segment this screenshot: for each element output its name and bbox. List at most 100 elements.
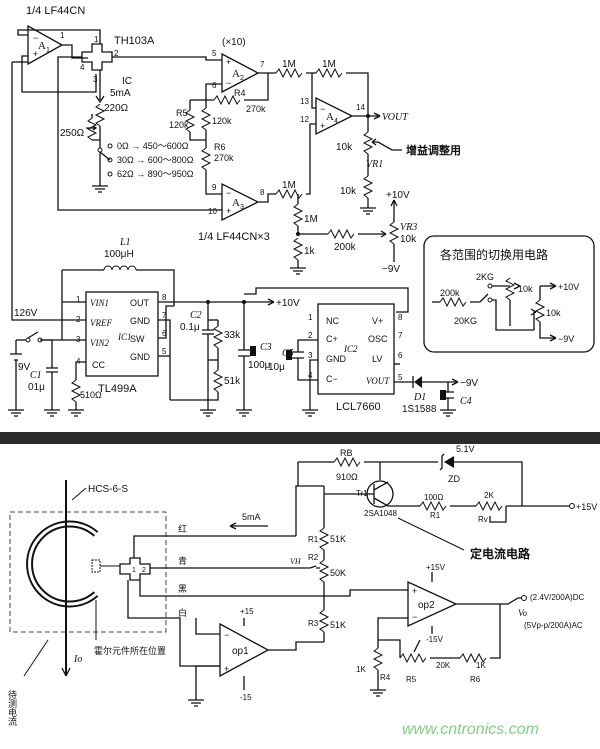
svg-text:op2: op2 bbox=[418, 600, 435, 611]
r1m-a-label: 1M bbox=[282, 59, 296, 70]
r1k-b-label: 1K bbox=[476, 661, 486, 670]
r120-a-label: 120k bbox=[169, 120, 189, 130]
v126-label: 126V bbox=[14, 308, 38, 319]
ic2-part: LCL7660 bbox=[336, 401, 381, 413]
r100-label: 100Ω bbox=[424, 493, 443, 502]
opamp-op2: + − op2 bbox=[407, 580, 458, 628]
magnetic-core bbox=[26, 520, 101, 608]
range3-label: 62Ω → 890～950Ω bbox=[117, 169, 194, 179]
svg-text:+: + bbox=[224, 664, 229, 674]
watermark: www.cntronics.com bbox=[402, 721, 539, 738]
minus9-label: −9V bbox=[382, 264, 400, 275]
svg-text:+: + bbox=[320, 121, 325, 131]
svg-text:2: 2 bbox=[114, 49, 119, 58]
svg-text:8: 8 bbox=[398, 313, 403, 322]
svg-text:5: 5 bbox=[398, 373, 403, 382]
rb-200k-label: 200k bbox=[440, 288, 460, 298]
r2-label: R2 bbox=[308, 553, 319, 562]
r1k-a-label: 1K bbox=[356, 665, 366, 674]
vout-label: VOUT bbox=[382, 112, 409, 123]
svg-text:−: − bbox=[33, 33, 38, 43]
plus10-out-label: +10V bbox=[276, 298, 300, 309]
r220-label: 220Ω bbox=[104, 103, 129, 114]
section-divider bbox=[0, 432, 600, 444]
transistor-tr1 bbox=[324, 462, 420, 508]
r4-label: R4 bbox=[234, 88, 246, 98]
rb-label: RB bbox=[340, 448, 353, 458]
r1m-d-label: 1M bbox=[304, 214, 318, 225]
svg-text:SW: SW bbox=[130, 334, 145, 344]
r250-label: 250Ω bbox=[60, 128, 85, 139]
range2-label: 30Ω → 600～800Ω bbox=[117, 155, 194, 165]
vr3-label: VR3 bbox=[400, 222, 417, 233]
svg-text:2: 2 bbox=[308, 331, 313, 340]
r10k-b-label: 10k bbox=[340, 186, 357, 197]
c1-value: 01μ bbox=[28, 382, 45, 393]
r10k-a-label: 10k bbox=[336, 142, 353, 153]
inductor-l1: L1 100μH bbox=[61, 237, 175, 320]
c3-value: 100μ bbox=[248, 360, 271, 371]
svg-text:+: + bbox=[412, 586, 417, 596]
svg-text:5: 5 bbox=[162, 347, 167, 356]
vo-label: Vo bbox=[518, 608, 528, 618]
v9-label: 9V bbox=[18, 362, 31, 373]
svg-text:+: + bbox=[226, 57, 231, 67]
r1k-label: 1k bbox=[304, 246, 316, 257]
op2-minus-label: -15V bbox=[426, 635, 444, 644]
gain-adjust-label: 增益调整用 bbox=[406, 143, 461, 157]
sensor-housing bbox=[9, 511, 167, 633]
svg-text:VOUT: VOUT bbox=[366, 376, 390, 386]
opamp-top-label: 1/4 LF44CN bbox=[26, 5, 85, 17]
r51k-a-label: 51K bbox=[330, 534, 346, 544]
tr-label: Tr1 bbox=[356, 489, 368, 498]
svg-text:10: 10 bbox=[208, 207, 217, 216]
range-switch-box: 各范围的切换用电路 200k 2KG 20KG 10k +10V 10k −9V bbox=[423, 235, 595, 353]
r33k-label: 33k bbox=[224, 330, 241, 341]
r6-label: R6 bbox=[214, 142, 226, 152]
opamp-bottom-label: 1/4 LF44CN×3 bbox=[198, 231, 270, 243]
svg-text:7: 7 bbox=[398, 331, 403, 340]
svg-text:4: 4 bbox=[80, 63, 85, 72]
svg-text:−: − bbox=[224, 630, 229, 640]
hall-element-bottom: 1 2 bbox=[119, 557, 151, 581]
r1-label: R1 bbox=[430, 511, 441, 520]
c2-value: 0.1μ bbox=[180, 322, 200, 333]
rb-10k-b-label: 10k bbox=[546, 308, 561, 318]
plus10-label: +10V bbox=[386, 190, 410, 201]
r200k-label: 200k bbox=[334, 242, 357, 253]
svg-text:GND: GND bbox=[326, 354, 347, 364]
ic2-lcl7660: NC C+ GND C− V+ OSC LV VOUT IC2 1 2 3 4 … bbox=[308, 303, 403, 395]
svg-text:−: − bbox=[412, 612, 417, 622]
r1m-b-label: 1M bbox=[282, 180, 296, 191]
svg-text:IC2: IC2 bbox=[343, 344, 358, 354]
svg-text:3: 3 bbox=[308, 351, 313, 360]
hcs-label: HCS-6-S bbox=[88, 484, 128, 495]
svg-text:op1: op1 bbox=[232, 646, 249, 657]
svg-text:VREF: VREF bbox=[90, 318, 112, 328]
r3-label: R3 bbox=[308, 619, 319, 628]
r120-b-label: 120k bbox=[212, 116, 232, 126]
tr-part: 2SA1048 bbox=[364, 509, 397, 518]
vh-label: VH bbox=[290, 557, 302, 566]
svg-text:7: 7 bbox=[162, 311, 167, 320]
wire-blue-label: 青 bbox=[178, 555, 187, 566]
svg-text:1: 1 bbox=[76, 295, 81, 304]
svg-text:A: A bbox=[232, 68, 240, 80]
svg-text:A: A bbox=[326, 111, 334, 123]
svg-text:6: 6 bbox=[212, 81, 217, 90]
op2-plus-label: +15V bbox=[426, 563, 446, 572]
gain-label: (×10) bbox=[222, 37, 246, 48]
svg-text:14: 14 bbox=[356, 103, 365, 112]
svg-text:+: + bbox=[33, 49, 38, 59]
c1-label: C1 bbox=[30, 370, 42, 381]
vr1-label: VR1 bbox=[366, 159, 383, 170]
r10k-vr3-label: 10k bbox=[400, 234, 417, 245]
hall-sensor-th103a: 1 2 4 3 bbox=[80, 35, 119, 84]
d1-label: D1 bbox=[413, 392, 426, 403]
svg-text:OSC: OSC bbox=[368, 334, 388, 344]
svg-text:C−: C− bbox=[326, 374, 338, 384]
op1-plus-label: +15 bbox=[240, 607, 254, 616]
svg-text:A: A bbox=[232, 197, 240, 209]
